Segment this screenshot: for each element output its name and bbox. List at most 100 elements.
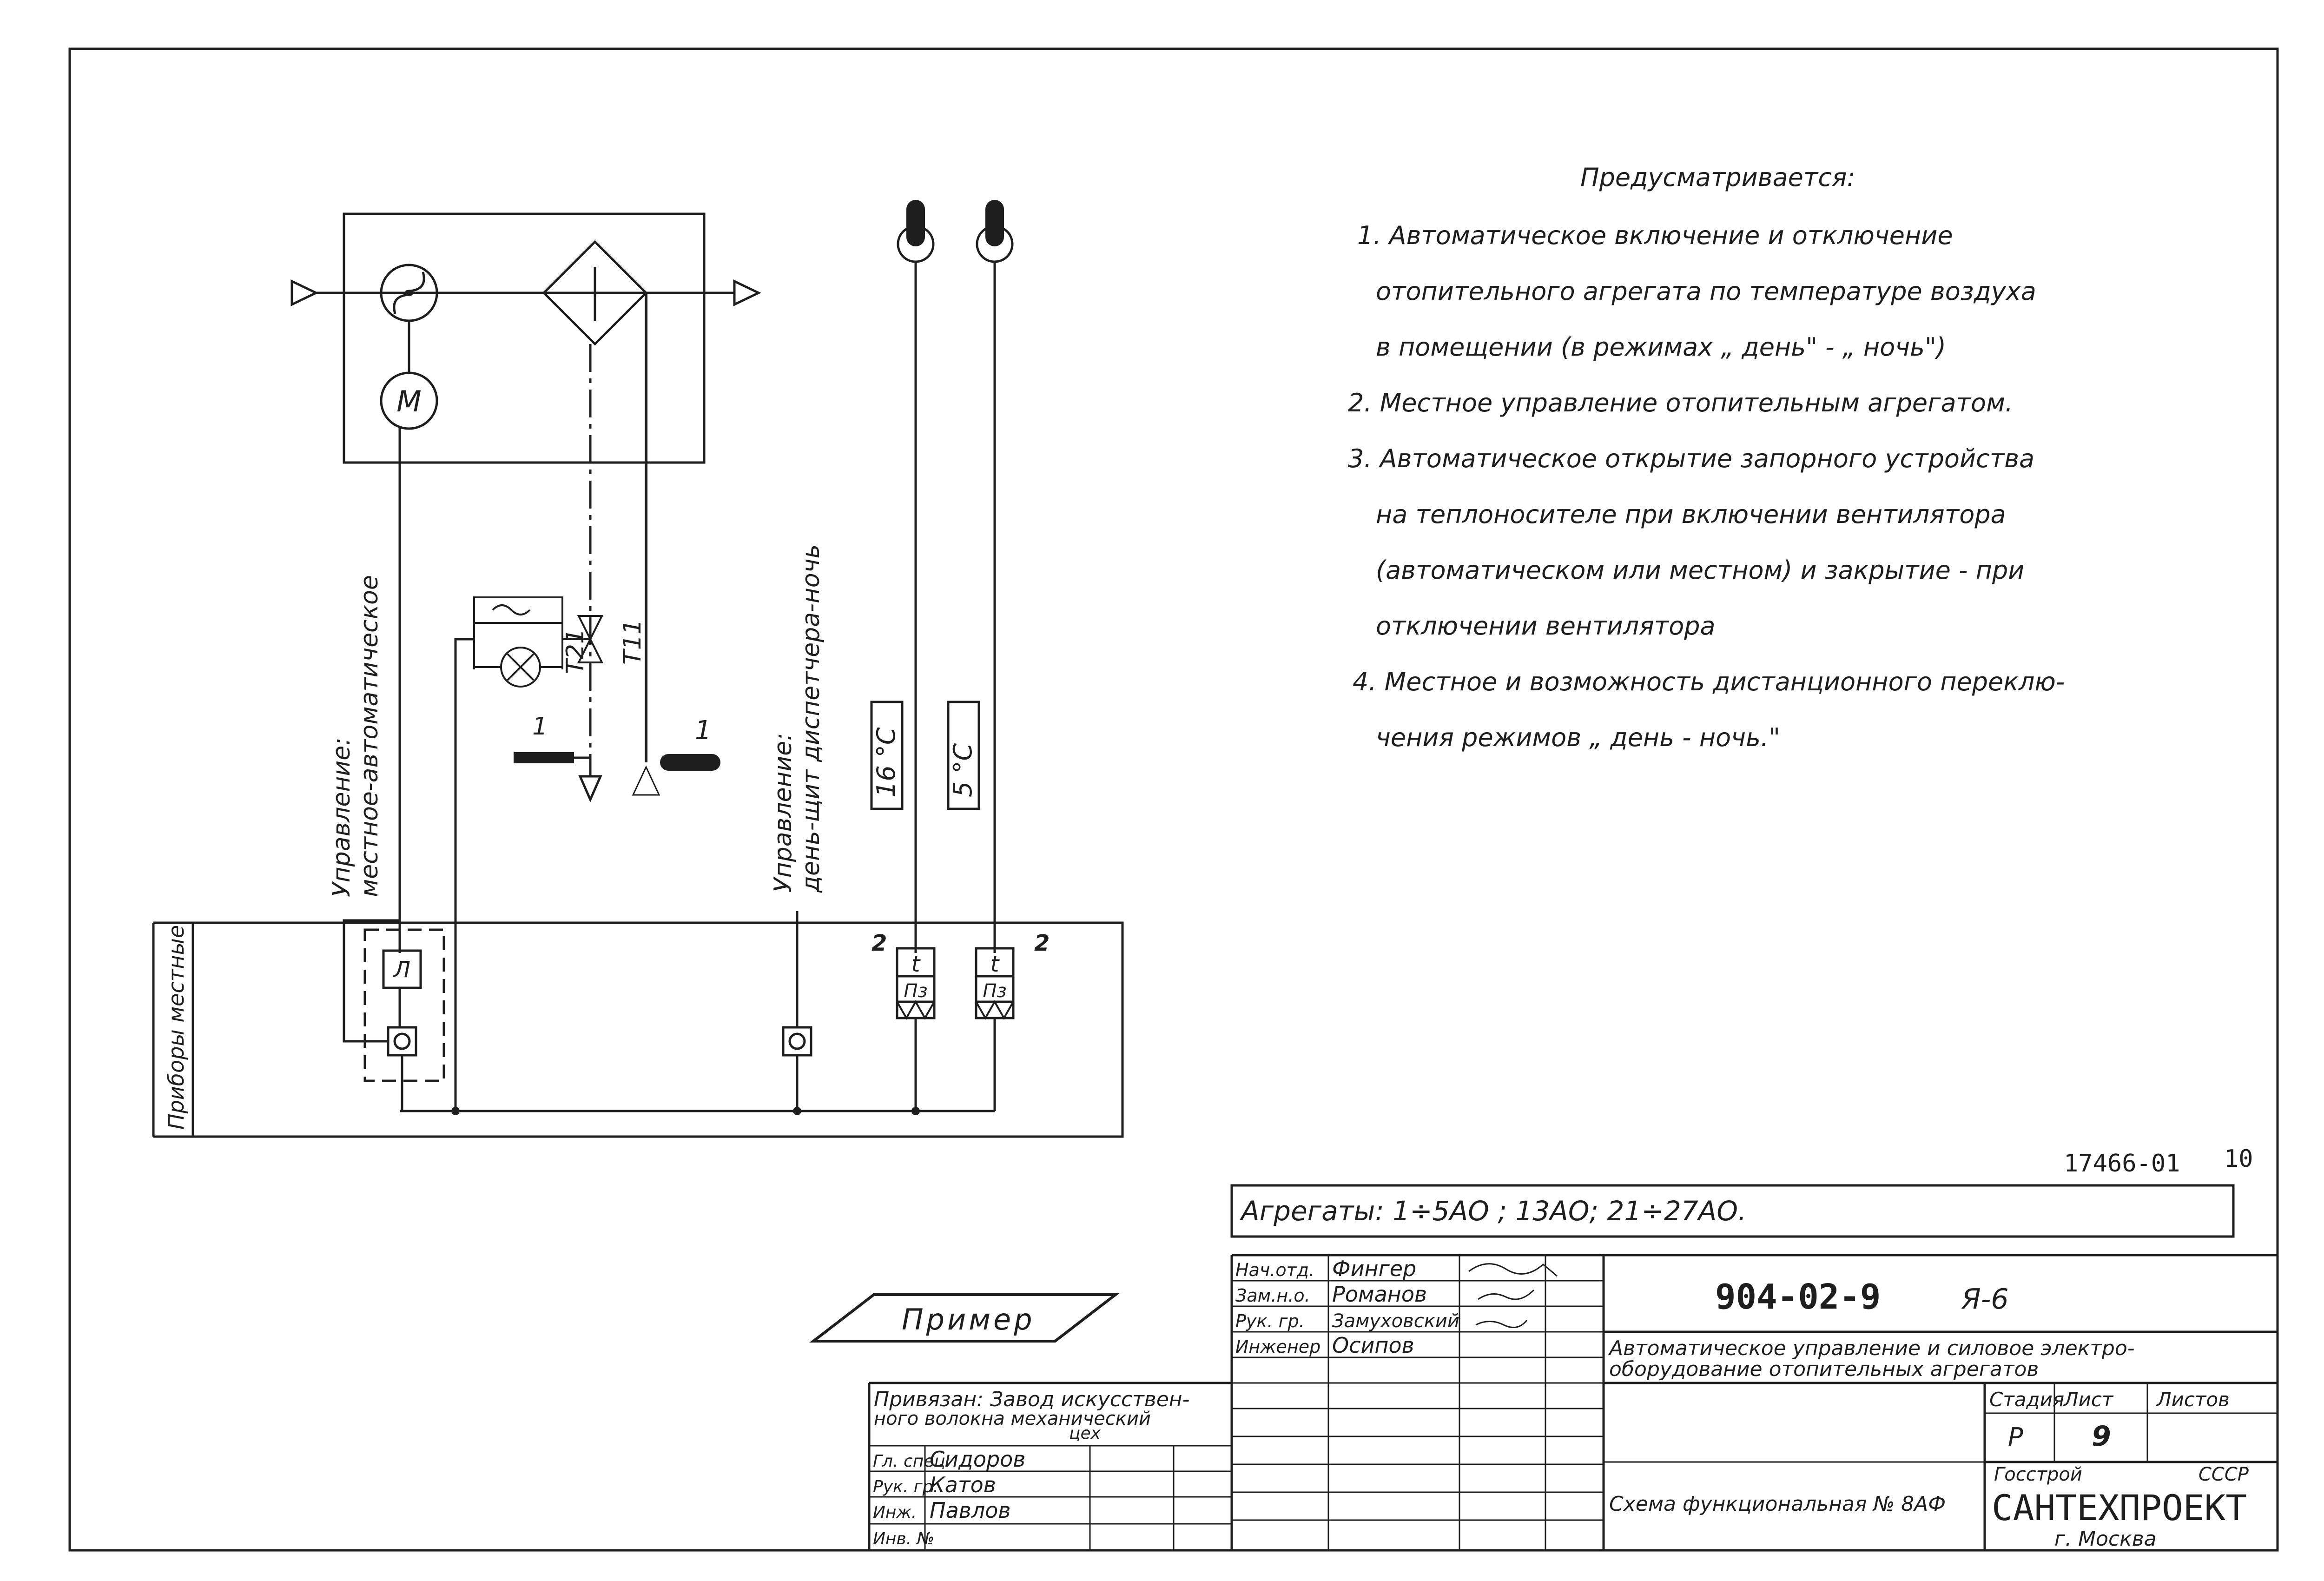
room-sensor-5-icon: [976, 200, 1014, 263]
binding-role: Инв. №: [873, 1529, 934, 1548]
example-stamp: [809, 1293, 1120, 1343]
bus-node: [911, 1107, 920, 1115]
relay-box: [382, 949, 422, 989]
pipe-t11-return-icon: [632, 765, 660, 796]
example-stamp-label: Пример: [902, 1303, 1035, 1336]
signer-name: Осипов: [1332, 1333, 1414, 1358]
control-mid-mode: день-щит диспетчера-ночь: [797, 544, 825, 893]
relay-16-t: t: [911, 951, 921, 977]
control-left-mode: местное-автоматическое: [356, 575, 383, 897]
binding-line: цех: [1069, 1424, 1101, 1443]
heating-unit: М: [290, 212, 761, 464]
pipe-t21-arrow-icon: [578, 775, 602, 803]
setpoint-16-label: 16 °С: [872, 727, 901, 797]
local-loop-line: [343, 919, 401, 1043]
org-gosstroy: Госстрой: [1994, 1464, 2082, 1485]
stage-header: Стадия: [1989, 1388, 2064, 1411]
note-line: отопительного агрегата по температуре во…: [1376, 277, 2036, 306]
callout-1-t21: 1: [532, 713, 548, 741]
heat-exchanger-icon: [542, 240, 648, 346]
unit-box: [343, 212, 706, 464]
note-line: 1. Автоматическое включение и отключение: [1357, 221, 1953, 250]
sheets-header: Листов: [2156, 1388, 2230, 1411]
setpoint-5-label: 5 °С: [948, 743, 977, 797]
note-line: (автоматическом или местном) и закрытие …: [1376, 556, 2024, 585]
air-inlet-arrow-icon: [290, 279, 319, 306]
aggregates-box: [1230, 1184, 2235, 1238]
relay-16-pz: Пз: [904, 980, 927, 1002]
note-line: 3. Автоматическое открытие запорного уст…: [1348, 444, 2034, 473]
binding-role: Инж.: [873, 1503, 917, 1522]
valve-actuator-icon: [473, 596, 590, 688]
binding-role: Рук. гр.: [873, 1477, 938, 1496]
binding-name: Сидоров: [930, 1447, 1025, 1472]
control-left-title: Управление:: [328, 737, 356, 897]
sheet-number: 9: [2092, 1420, 2111, 1453]
note-line: 4. Местное и возможность дистанционного …: [1353, 667, 2065, 696]
setpoint-5-box: [947, 701, 980, 810]
sheet-header: Лист: [2063, 1388, 2114, 1411]
relay-5-t: t: [990, 951, 1000, 977]
note-line: в помещении (в режимах „ день" - „ ночь"…: [1376, 332, 1946, 362]
t11-sensor-icon: [660, 754, 720, 771]
notes-block: Предусматривается: 1. Автоматическое вкл…: [1348, 163, 2065, 752]
binding-name: Павлов: [930, 1498, 1011, 1523]
signer-role: Инженер: [1235, 1336, 1320, 1357]
signer-name: Замуховский: [1332, 1310, 1459, 1332]
note-line: отключении вентилятора: [1376, 611, 1716, 641]
org-city: г. Москва: [2054, 1527, 2157, 1551]
callout-2-left: 2: [872, 930, 887, 956]
signature-mark: [1468, 1263, 1558, 1277]
note-line: на теплоносителе при включении вентилято…: [1376, 500, 2006, 529]
doc-title-line: оборудование отопительных агрегатов: [1609, 1357, 2039, 1381]
aggregates-label: Агрегаты: 1÷5АО ; 13АО; 21÷27АО.: [1239, 1195, 1746, 1227]
callout-1-t11: 1: [695, 715, 712, 746]
relay-5-pz: Пз: [983, 980, 1006, 1002]
signer-role: Зам.н.о.: [1235, 1285, 1310, 1306]
binding-block: [868, 1382, 1232, 1550]
notes-heading: Предусматривается:: [1580, 163, 1855, 192]
org-name: САНТЕХПРОЕКТ: [1992, 1487, 2247, 1528]
binding-line: ного волокна механический: [874, 1408, 1151, 1429]
pipe-t11-label: Т11: [619, 619, 647, 665]
motor-icon: [380, 371, 438, 430]
control-valve-icon: [577, 615, 604, 663]
signer-role: Рук. гр.: [1235, 1311, 1305, 1331]
doc-code: 904-02-9: [1715, 1277, 1881, 1317]
signer-role: Нач.отд.: [1235, 1260, 1314, 1280]
page-number: 10: [2224, 1145, 2253, 1173]
local-station-outline: [363, 928, 445, 1082]
binding-line: Привязан: Завод искусствен-: [874, 1388, 1189, 1411]
valve-control-line: [454, 638, 474, 1111]
relay-label: Л: [393, 957, 410, 983]
signer-name: Фингер: [1332, 1256, 1416, 1281]
bus-node: [793, 1107, 801, 1115]
org-ussr: СССР: [2199, 1464, 2249, 1485]
signature-mark: [1475, 1320, 1528, 1329]
binding-name: Катов: [930, 1472, 996, 1497]
air-outlet-arrow-icon: [733, 279, 761, 306]
binding-role: Гл. спец.: [873, 1452, 951, 1471]
motor-label: М: [396, 384, 422, 418]
bus-node: [451, 1107, 460, 1115]
room-sensor-16-icon: [897, 200, 935, 263]
doc-suffix: Я-6: [1961, 1283, 2009, 1316]
signature-mark: [1478, 1289, 1535, 1300]
sheet-id: 17466-01: [2064, 1150, 2180, 1177]
local-pushbutton-icon: [387, 1026, 417, 1057]
note-line: 2. Местное управление отопительным агрег…: [1348, 388, 2013, 417]
stage-value: Р: [2008, 1422, 2023, 1452]
control-mid-title: Управление:: [769, 733, 797, 893]
scheme-label: Схема функциональная № 8АФ: [1609, 1492, 1946, 1516]
doc-title-line: Автоматическое управление и силовое элек…: [1608, 1336, 2135, 1360]
field-instruments-band: [152, 921, 1124, 1138]
remote-switch-icon: [782, 1026, 812, 1057]
field-instruments-label: Приборы местные: [164, 925, 189, 1130]
setpoint-16-box: [870, 701, 904, 810]
callout-2-right: 2: [1034, 930, 1050, 956]
t21-sensor-icon: [514, 752, 590, 763]
note-line: чения режимов „ день - ночь.": [1376, 723, 1780, 752]
signer-name: Романов: [1332, 1282, 1427, 1307]
title-block: [1230, 1254, 2278, 1550]
